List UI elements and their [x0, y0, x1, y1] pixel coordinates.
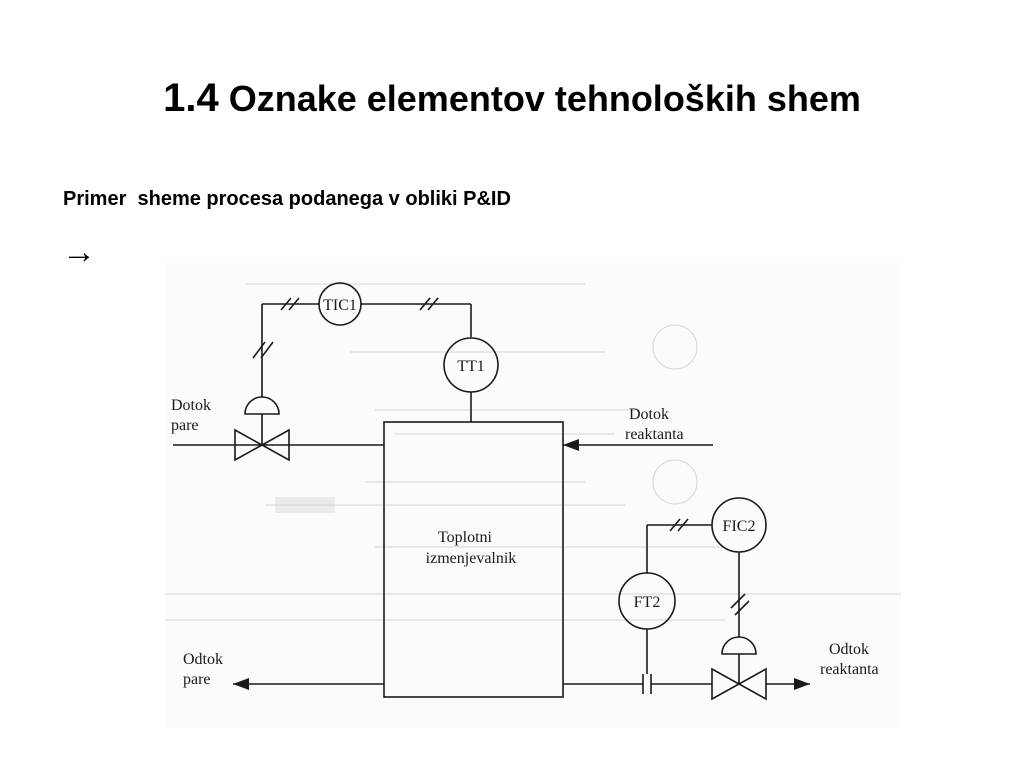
title-text: Oznake elementov tehnoloških shem [228, 78, 861, 119]
steam-inlet-label-1: Dotok [171, 397, 211, 414]
steam-inlet-label-2: pare [171, 417, 199, 434]
fic2-signal-lines [646, 518, 750, 637]
ft2-instrument: FT2 [618, 572, 676, 674]
title-number: 1.4 [163, 76, 219, 120]
pid-diagram-scan: TIC1 TT1 Toplotni izmenjevalnik [165, 262, 901, 728]
reactant-outlet-label-1: Odtok [829, 641, 869, 658]
steam-outlet-line [233, 678, 384, 690]
reactant-outlet-line [563, 674, 810, 694]
right-arrow-icon: → [62, 233, 96, 271]
tt1-label: TT1 [457, 358, 485, 375]
steam-control-valve [234, 396, 290, 462]
heat-exchanger-vessel: Toplotni izmenjevalnik [383, 421, 564, 698]
tt1-instrument: TT1 [443, 337, 499, 422]
reactant-control-valve [711, 636, 767, 701]
reactant-inlet-label-2: reaktanta [625, 426, 684, 443]
reactant-inlet-line [563, 439, 713, 451]
scan-bleed-through [165, 283, 901, 621]
ft2-label: FT2 [634, 594, 661, 611]
vessel-label-line2: izmenjevalnik [426, 550, 517, 567]
slide-subtitle: Primer sheme procesa podanega v obliki P… [63, 188, 511, 210]
steam-outlet-label-1: Odtok [183, 651, 223, 668]
fic2-instrument: FIC2 [711, 497, 767, 553]
fic2-label: FIC2 [723, 518, 756, 535]
tic1-signal-lines [252, 297, 472, 397]
steam-outlet-label-2: pare [183, 671, 211, 688]
vessel-label-line1: Toplotni [438, 529, 493, 546]
tic1-instrument: TIC1 [318, 282, 362, 326]
tic1-label: TIC1 [323, 297, 357, 314]
reactant-outlet-label-2: reaktanta [820, 661, 879, 678]
reactant-inlet-label-1: Dotok [629, 406, 669, 423]
pid-diagram: TIC1 TT1 Toplotni izmenjevalnik [165, 282, 901, 701]
